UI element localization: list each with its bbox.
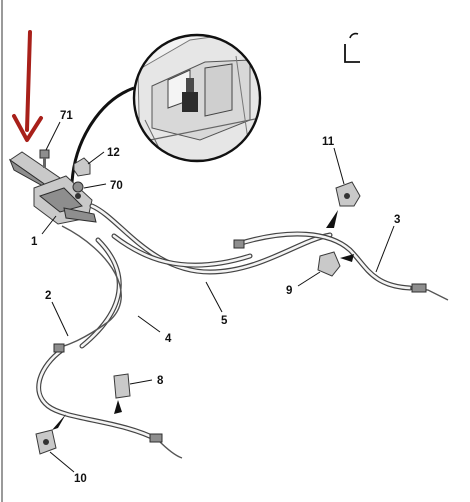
- callout-5: 5: [221, 315, 228, 327]
- bolt-71: [39, 149, 50, 168]
- cable-3: [233, 231, 449, 301]
- callout-1: 1: [31, 236, 38, 248]
- detail-zoom-circle: [70, 33, 262, 183]
- clip-12: [73, 157, 91, 177]
- bracket-10: [35, 414, 66, 455]
- corner-bracket-icon: [344, 32, 360, 63]
- callout-70: 70: [110, 180, 123, 192]
- callout-4: 4: [165, 333, 172, 345]
- red-down-arrow-icon: [12, 30, 43, 142]
- callout-2: 2: [45, 290, 51, 302]
- leader-lines: [41, 121, 395, 473]
- callout-71: 71: [60, 110, 73, 122]
- bracket-11: [326, 181, 361, 228]
- cable-2: [36, 225, 183, 459]
- callout-8: 8: [157, 375, 164, 387]
- front-cable-5: [89, 203, 333, 275]
- nut-70: [72, 181, 84, 193]
- cable-4: [79, 237, 122, 349]
- bracket-8: [113, 373, 131, 414]
- bracket-9: [317, 251, 354, 277]
- callout-3: 3: [394, 214, 400, 226]
- callout-9: 9: [286, 285, 292, 297]
- callout-12: 12: [107, 147, 120, 159]
- callout-11: 11: [322, 136, 335, 148]
- callout-10: 10: [74, 473, 87, 485]
